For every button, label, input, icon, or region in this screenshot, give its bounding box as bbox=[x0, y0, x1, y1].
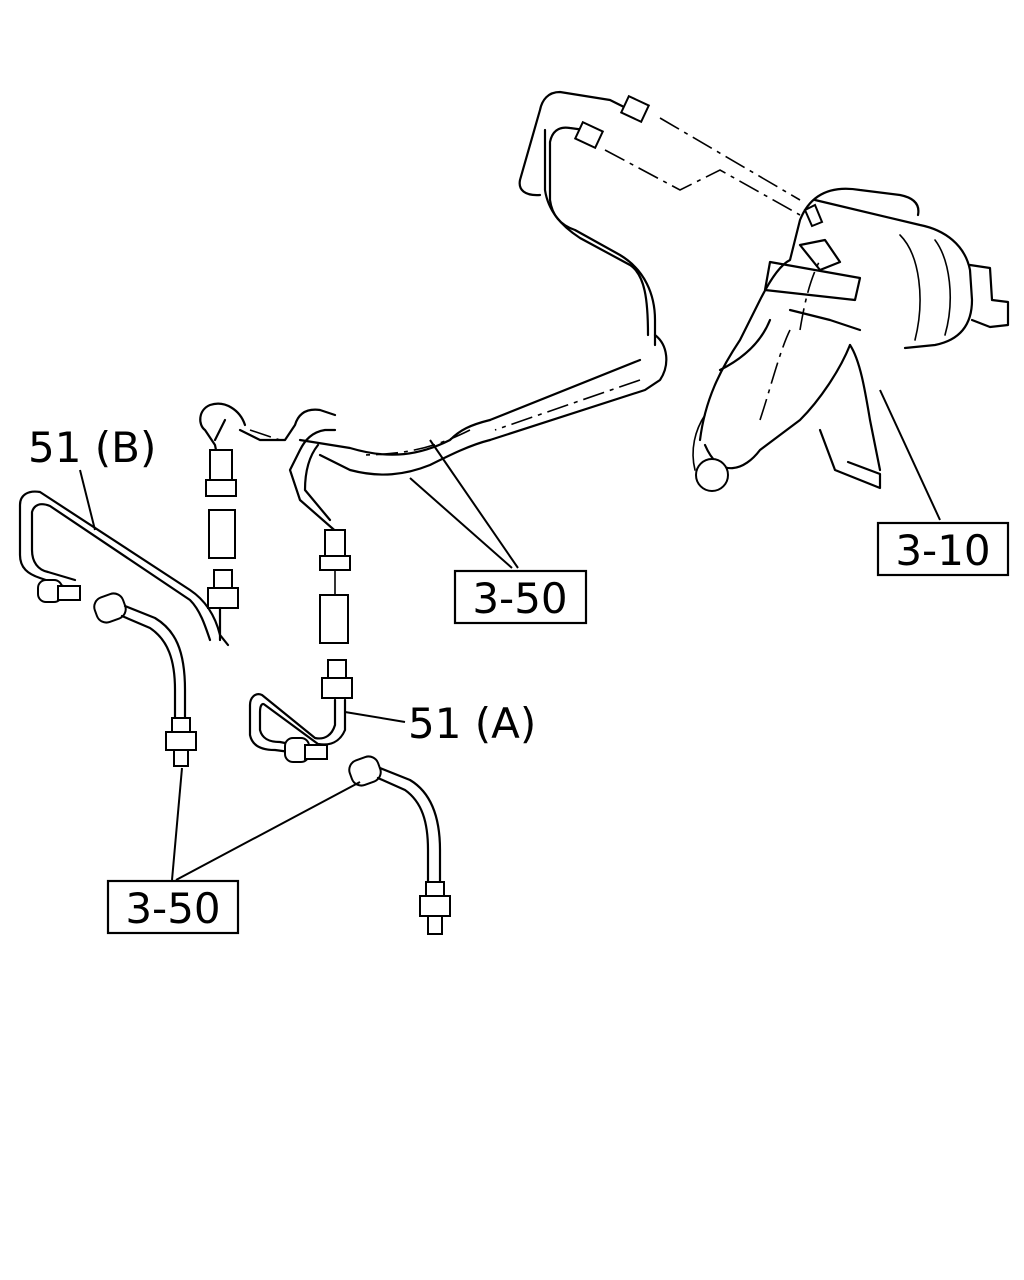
leader-3-50-upper-b bbox=[409, 477, 513, 569]
leader-51a bbox=[344, 711, 406, 723]
left-drop-connectors bbox=[205, 449, 239, 642]
leader-3-10 bbox=[879, 389, 941, 521]
center-drop-connectors bbox=[319, 529, 353, 699]
leader-3-50-lower-b bbox=[175, 781, 361, 881]
pipe-51b bbox=[18, 490, 230, 647]
callout-51a-text: 51 (A) bbox=[408, 699, 536, 748]
master-cylinder-assembly bbox=[692, 187, 1010, 492]
ref-3-50-upper-text: 3-50 bbox=[472, 574, 567, 623]
ref-3-10-text: 3-10 bbox=[895, 526, 990, 575]
main-pipe-bundle bbox=[199, 333, 668, 537]
leader-51b bbox=[79, 469, 96, 531]
right-brake-hose bbox=[348, 755, 451, 935]
ref-3-50-lower-text: 3-50 bbox=[125, 884, 220, 933]
ref-box-3-50-lower: 3-50 bbox=[106, 879, 240, 935]
upper-pipe-run bbox=[518, 90, 824, 347]
callout-51a: 51 (A) bbox=[408, 699, 536, 748]
callout-51b-text: 51 (B) bbox=[28, 423, 156, 472]
pipe-51a bbox=[248, 693, 347, 763]
ref-box-3-50-upper: 3-50 bbox=[453, 569, 588, 625]
ref-box-3-10: 3-10 bbox=[876, 521, 1010, 577]
leader-3-50-lower-a bbox=[171, 767, 183, 881]
left-brake-hose bbox=[93, 592, 197, 767]
leader-3-50-upper-a bbox=[429, 439, 519, 569]
leader-lines bbox=[79, 389, 941, 881]
callout-51b: 51 (B) bbox=[28, 423, 156, 472]
